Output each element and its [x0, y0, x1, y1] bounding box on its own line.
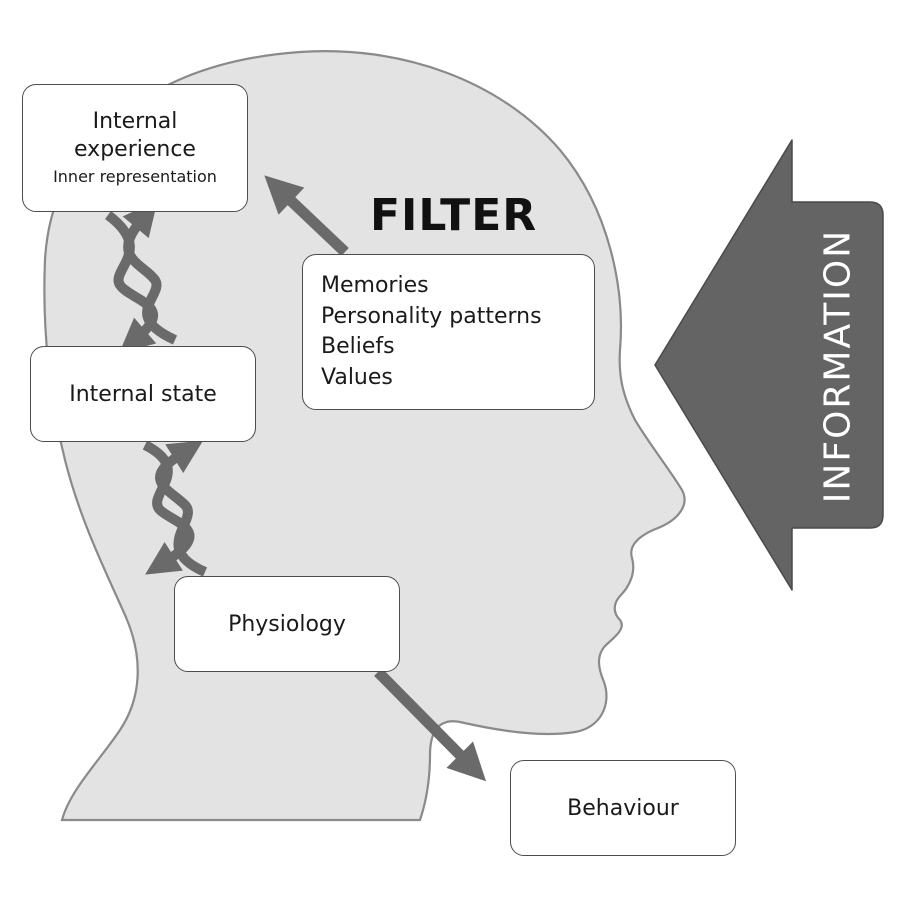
- behaviour-label: Behaviour: [567, 795, 679, 821]
- filter-heading: FILTER: [370, 190, 538, 241]
- behaviour-box: Behaviour: [510, 760, 736, 856]
- twist-arrow-lower-b: [155, 440, 208, 577]
- inner-representation-label: Inner representation: [53, 167, 217, 186]
- filter-item-values: Values: [321, 364, 393, 390]
- internal-experience-title-line2: experience: [74, 137, 196, 162]
- internal-state-label: Internal state: [69, 381, 217, 407]
- information-label: INFORMATION: [817, 228, 859, 504]
- filter-item-beliefs: Beliefs: [321, 334, 395, 359]
- physiology-label: Physiology: [228, 611, 346, 637]
- internal-experience-title-line1: Internal: [92, 109, 178, 134]
- internal-state-box: Internal state: [30, 346, 256, 442]
- filter-item-memories: Memories: [321, 273, 429, 298]
- internal-experience-box: Internal experience Inner representation: [22, 84, 248, 212]
- information-arrow: [654, 139, 884, 591]
- behaviour-arrow: [374, 668, 487, 782]
- filter-arrow: [264, 175, 349, 256]
- twist-arrow-upper-b: [122, 201, 178, 345]
- physiology-box: Physiology: [174, 576, 400, 672]
- filter-box: Memories Personality patterns Beliefs Va…: [302, 254, 595, 410]
- filter-item-personality-patterns: Personality patterns: [321, 303, 542, 329]
